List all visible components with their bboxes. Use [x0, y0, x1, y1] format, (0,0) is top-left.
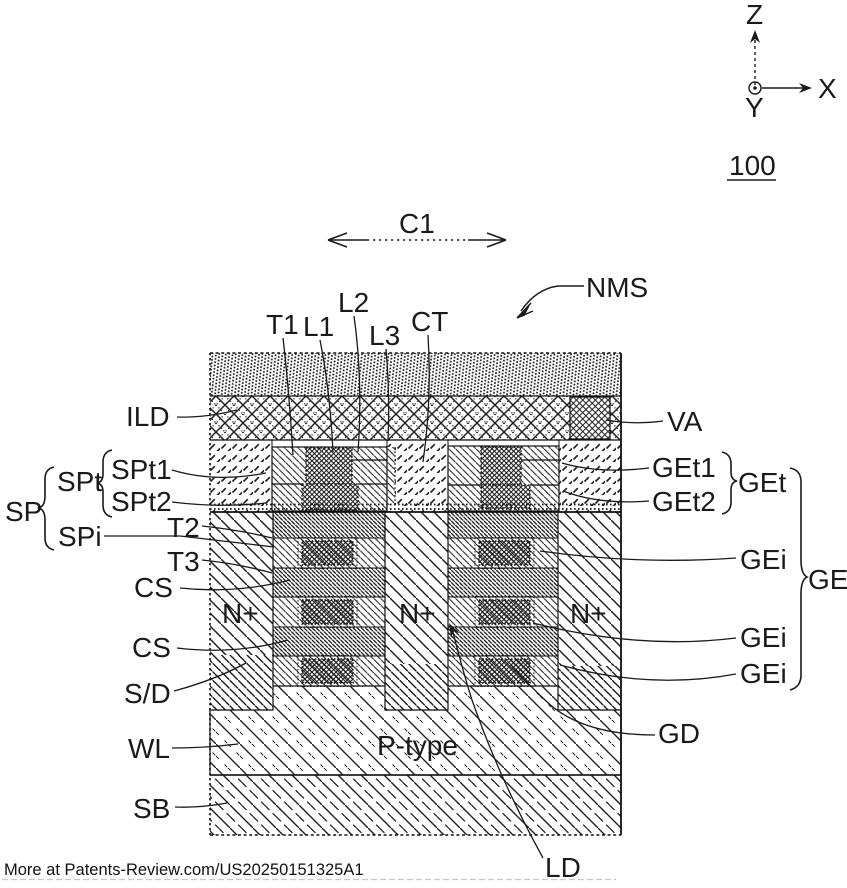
svg-text:GE: GE	[808, 564, 847, 595]
svg-text:GEt: GEt	[738, 467, 786, 498]
svg-text:Y: Y	[745, 92, 764, 123]
svg-text:ILD: ILD	[126, 401, 170, 432]
svg-text:SPt1: SPt1	[111, 454, 172, 485]
svg-text:CS: CS	[134, 572, 173, 603]
svg-text:GEt1: GEt1	[652, 452, 716, 483]
svg-text:Z: Z	[746, 0, 763, 30]
svg-text:C1: C1	[399, 208, 435, 239]
svg-text:L3: L3	[369, 320, 400, 351]
svg-text:S/D: S/D	[124, 678, 171, 709]
svg-text:GEi: GEi	[740, 544, 787, 575]
svg-text:T3: T3	[167, 546, 200, 577]
svg-text:GEi: GEi	[740, 658, 787, 689]
svg-text:P-type: P-type	[377, 730, 458, 761]
svg-text:NMS: NMS	[586, 272, 648, 303]
svg-text:T2: T2	[167, 512, 200, 543]
svg-text:LD: LD	[545, 852, 581, 883]
svg-text:N+: N+	[399, 598, 436, 629]
svg-text:N+: N+	[570, 598, 607, 629]
svg-text:100: 100	[729, 150, 776, 181]
svg-text:T1: T1	[266, 309, 299, 340]
svg-text:SPi: SPi	[58, 521, 102, 552]
svg-text:VA: VA	[667, 406, 703, 437]
svg-text:SPt: SPt	[57, 466, 102, 497]
svg-text:GD: GD	[658, 718, 700, 749]
svg-text:CS: CS	[132, 632, 171, 663]
svg-text:L1: L1	[303, 311, 334, 342]
svg-text:N+: N+	[222, 598, 259, 629]
svg-text:SPt2: SPt2	[111, 486, 172, 517]
svg-text:SP: SP	[5, 496, 42, 527]
svg-text:X: X	[818, 73, 837, 104]
svg-text:More at Patents-Review.com/US2: More at Patents-Review.com/US20250151325…	[4, 861, 364, 879]
svg-text:SB: SB	[133, 793, 170, 824]
svg-text:GEt2: GEt2	[652, 486, 716, 517]
svg-text:L2: L2	[338, 287, 369, 318]
svg-text:WL: WL	[128, 733, 170, 764]
svg-text:GEi: GEi	[740, 622, 787, 653]
svg-text:CT: CT	[411, 306, 448, 337]
